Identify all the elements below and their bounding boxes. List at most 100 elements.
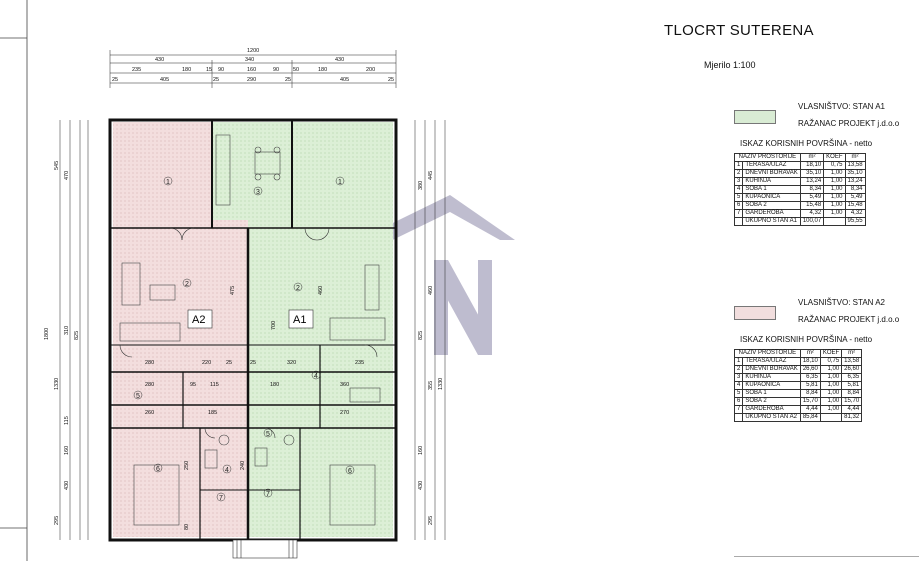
dim-inner-7: 180	[270, 382, 279, 388]
table-cell: 13,58	[844, 161, 866, 170]
legend-a1-company: RAŽANAC PROJEKT j.d.o.o	[798, 119, 900, 128]
table-cell: 5,49	[799, 193, 825, 202]
table-cell: 3	[733, 177, 744, 186]
table-cell: 7	[733, 405, 744, 414]
dim-top-row3-3: 90	[218, 67, 224, 73]
table-cell: 35,10	[844, 169, 866, 178]
table-cell: 5,81	[841, 381, 863, 390]
outer-walls	[108, 118, 398, 542]
dim-left-0: 1800	[44, 328, 50, 340]
table-cell: DNEVNI BORAVAK	[742, 169, 801, 178]
dim-top-row4-5: 405	[340, 77, 349, 83]
svg-text:7: 7	[219, 495, 223, 502]
svg-text:4: 4	[225, 467, 229, 474]
dim-inner-16: 250	[184, 461, 190, 470]
dim-top-row3-2: 15	[206, 67, 212, 73]
table-cell: 1,00	[819, 389, 843, 398]
table-cell: 1,00	[819, 405, 843, 414]
table-cell: 5,49	[844, 193, 866, 202]
dim-inner-10: 185	[208, 410, 217, 416]
table-cell: 4,44	[799, 405, 821, 414]
unit-label-a2: A2	[192, 314, 205, 326]
table-cell: TERASA/ULAZ	[742, 357, 801, 366]
table-cell: 5	[733, 193, 744, 202]
table-cell: 85,84	[799, 413, 821, 422]
unit-label-a1: A1	[293, 314, 306, 326]
table-header-cell: KOEF	[823, 153, 846, 162]
table-cell: 6	[733, 201, 744, 210]
svg-text:6: 6	[348, 468, 352, 475]
dim-inner-12: 235	[355, 360, 364, 366]
dim-top-row3-8: 200	[366, 67, 375, 73]
legend-a1-swatch	[734, 110, 776, 124]
dim-top-row4-4: 25	[285, 77, 291, 83]
table-cell: 1,00	[823, 201, 846, 210]
dim-inner-1: 220	[202, 360, 211, 366]
dim-top-row1-0: 1200	[247, 48, 259, 54]
table-cell: KUPAONICA	[742, 381, 801, 390]
table-cell: 15,48	[844, 201, 866, 210]
table-cell: DNEVNI BORAVAK	[742, 365, 801, 374]
dim-top-row4-0: 25	[112, 77, 118, 83]
dim-top-row3-1: 180	[182, 67, 191, 73]
drawing-scale: Mjerilo 1:100	[704, 60, 756, 70]
dim-left-7: 160	[64, 446, 70, 455]
svg-text:5: 5	[266, 431, 270, 438]
dim-right-1: 825	[418, 331, 424, 340]
table-cell: 18,10	[799, 161, 825, 170]
dim-top-row2-0: 430	[155, 57, 164, 63]
table-cell: 1,00	[823, 185, 846, 194]
drawing-title: TLOCRT SUTERENA	[664, 22, 814, 39]
dim-inner-6: 115	[210, 382, 219, 388]
table-cell: 100,07	[799, 217, 825, 226]
dim-top-row3-7: 180	[318, 67, 327, 73]
dim-right-4: 460	[428, 286, 434, 295]
table-cell: 0,75	[823, 161, 846, 170]
dim-top-row4-3: 290	[247, 77, 256, 83]
room-number-labels: 1 1 3 2 2 4 5 4 5 6 6 7 7	[133, 176, 355, 502]
table-header-cell: m²	[799, 153, 825, 162]
table-cell: 5,81	[799, 381, 821, 390]
table-cell: 1,00	[823, 177, 846, 186]
legend-a1-owner: VLASNIŠTVO: STAN A1	[798, 102, 885, 111]
table-header-cell: KOEF	[819, 349, 843, 358]
dim-left-2: 470	[64, 171, 70, 180]
table-cell	[733, 413, 744, 422]
dim-left-6: 115	[64, 416, 70, 425]
table-cell: 4	[733, 185, 744, 194]
table-cell: KUHINJA	[742, 373, 801, 382]
table-cell: 1,00	[823, 193, 846, 202]
table-cell: 1,00	[823, 169, 846, 178]
table-cell: 15,70	[799, 397, 821, 406]
table-header-cell: m²	[841, 349, 863, 358]
table-cell: 1,00	[819, 365, 843, 374]
dim-right-8: 295	[428, 516, 434, 525]
table-header-cell: m²	[844, 153, 866, 162]
dim-inner-0: 280	[145, 360, 154, 366]
table-header-cell: NAZIV PROSTORIJE	[734, 153, 801, 162]
dim-inner-8: 360	[340, 382, 349, 388]
table-cell: 8,34	[799, 185, 825, 194]
dim-top-row4-2: 25	[213, 77, 219, 83]
dim-top-row4-1: 405	[160, 77, 169, 83]
table-cell: 4,44	[841, 405, 863, 414]
dim-inner-3: 320	[287, 360, 296, 366]
dim-top-row3-6: 50	[293, 67, 299, 73]
table-header-cell: m²	[799, 349, 821, 358]
table-cell: 5	[733, 389, 744, 398]
dim-inner-15: 460	[318, 286, 324, 295]
table-cell	[819, 413, 843, 422]
table-cell: 1	[733, 357, 744, 366]
svg-text:3: 3	[256, 189, 260, 196]
dim-inner-13: 700	[271, 321, 277, 330]
legend-a1-iskaz: ISKAZ KORISNIH POVRŠINA - netto	[740, 139, 873, 148]
